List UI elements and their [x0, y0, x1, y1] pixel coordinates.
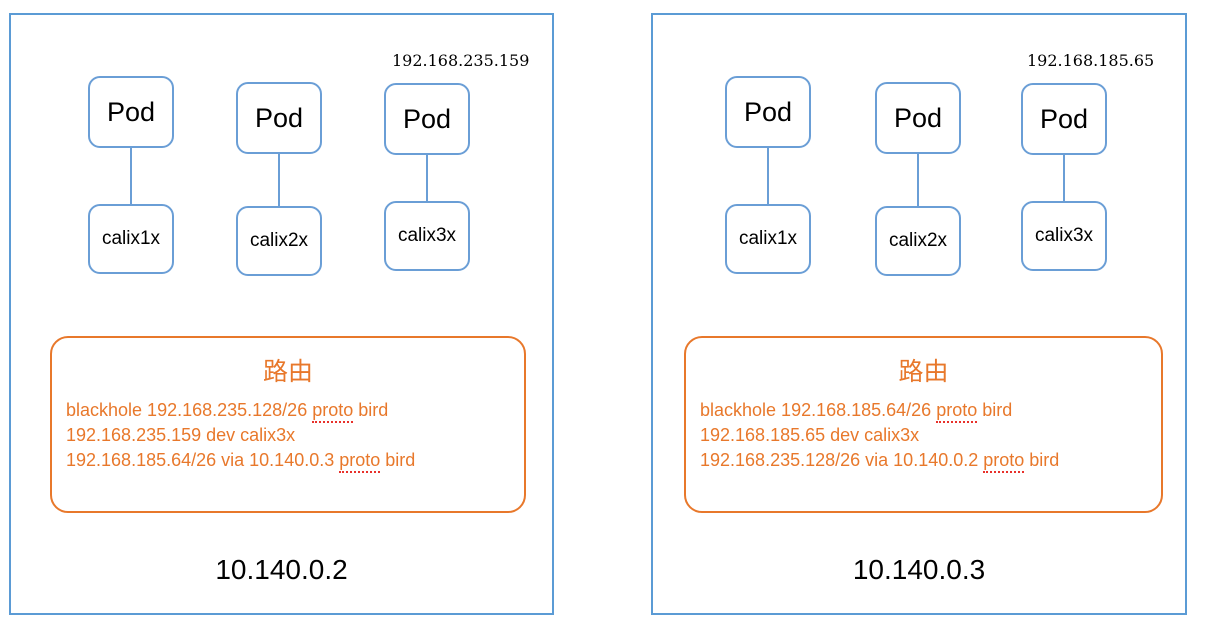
pod-ip-label: 192.168.235.159 — [392, 51, 530, 70]
node-ip-label: 10.140.0.3 — [852, 554, 986, 585]
route-table-title: 路由 — [898, 357, 949, 386]
route-line: 192.168.185.65 dev calix3x — [700, 425, 920, 445]
route-line: blackhole 192.168.235.128/26 proto bird — [66, 398, 512, 423]
pod-connector-3 — [426, 155, 428, 201]
pod-connector-2 — [278, 154, 280, 206]
route-line: 192.168.235.128/26 via 10.140.0.2 proto … — [700, 448, 1149, 473]
spellcheck-underline: proto — [936, 400, 978, 423]
pod-connector-1 — [767, 148, 769, 204]
route-table-title: 路由 — [262, 357, 313, 386]
calix-box-1: calix1x — [88, 204, 174, 274]
route-line: 192.168.235.159 dev calix3x — [66, 425, 296, 445]
route-table-box: 路由 blackhole 192.168.185.64/26 proto bir… — [684, 336, 1163, 513]
pod-box-3: Pod — [1021, 83, 1107, 155]
pod-box-1: Pod — [88, 76, 174, 148]
pod-connector-3 — [1063, 155, 1065, 201]
pod-box-1: Pod — [725, 76, 811, 148]
node-ip-label: 10.140.0.2 — [215, 554, 348, 585]
route-line-list: blackhole 192.168.235.128/26 proto bird … — [52, 398, 524, 483]
spellcheck-underline: proto — [983, 450, 1025, 473]
calix-box-2: calix2x — [236, 206, 322, 276]
route-line: blackhole 192.168.185.64/26 proto bird — [700, 398, 1149, 423]
calix-box-3: calix3x — [384, 201, 470, 271]
spellcheck-underline: proto — [339, 450, 381, 473]
pod-box-2: Pod — [236, 82, 322, 154]
calix-box-2: calix2x — [875, 206, 961, 276]
calix-box-3: calix3x — [1021, 201, 1107, 271]
pod-ip-label: 192.168.185.65 — [1027, 51, 1155, 70]
node-panel-left: 192.168.235.159 Pod calix1x Pod calix2x … — [9, 13, 554, 615]
pod-connector-2 — [917, 154, 919, 206]
spellcheck-underline: proto — [312, 400, 354, 423]
route-table-box: 路由 blackhole 192.168.235.128/26 proto bi… — [50, 336, 526, 513]
pod-box-2: Pod — [875, 82, 961, 154]
pod-connector-1 — [130, 148, 132, 204]
calix-box-1: calix1x — [725, 204, 811, 274]
pod-box-3: Pod — [384, 83, 470, 155]
route-line: 192.168.185.64/26 via 10.140.0.3 proto b… — [66, 448, 512, 473]
route-line-list: blackhole 192.168.185.64/26 proto bird 1… — [686, 398, 1161, 483]
node-panel-right: 192.168.185.65 Pod calix1x Pod calix2x P… — [651, 13, 1187, 615]
